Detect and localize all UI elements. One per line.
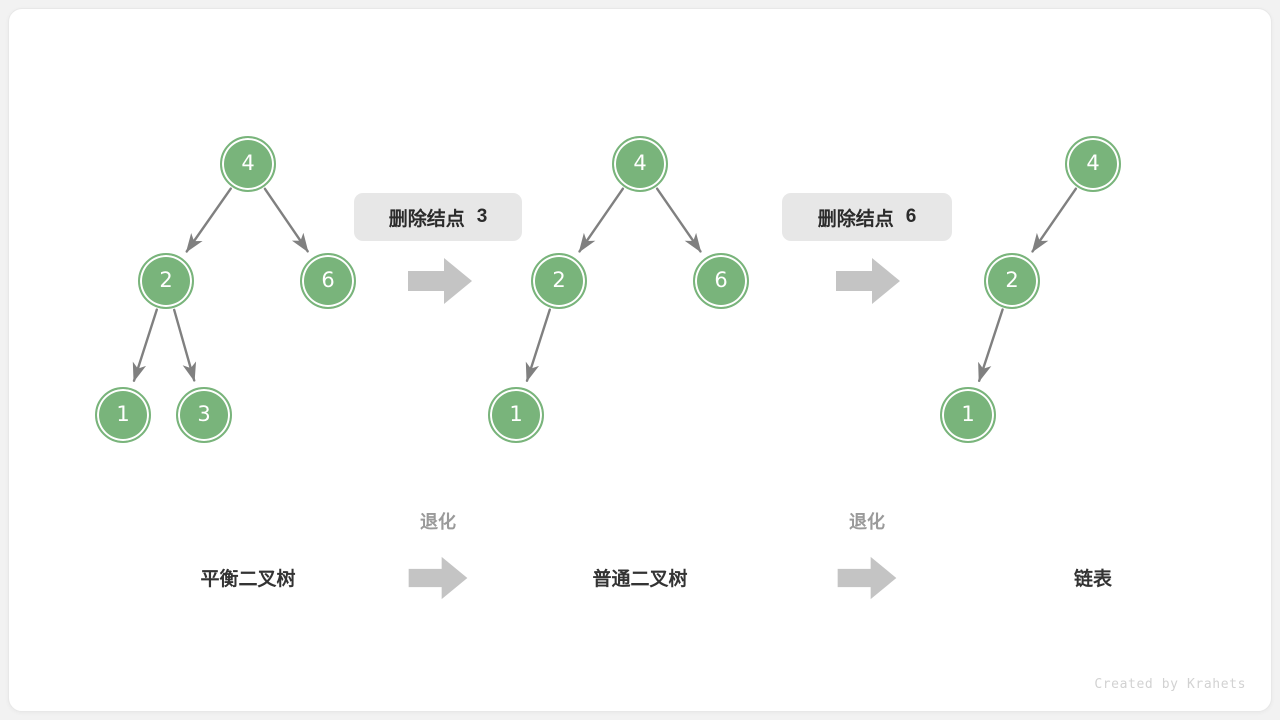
tree-edge [978,308,1004,383]
tree-node[interactable]: 4 [220,136,276,192]
tree-node-value: 2 [159,267,173,292]
tree-edge [525,308,551,383]
tree-edge [655,187,702,253]
operation-label: 删除结点 6 [782,193,952,241]
tree-node[interactable]: 6 [693,253,749,309]
tree-node-value: 2 [552,267,566,292]
right-arrow-icon [408,258,472,304]
tree-node[interactable]: 4 [1065,136,1121,192]
right-arrow-icon [837,556,897,600]
operation-label-text: 删除结点 [817,208,894,230]
tree-node-value: 3 [197,401,211,426]
tree-node[interactable]: 2 [984,253,1040,309]
tree-node-value: 4 [241,150,255,175]
tree-node[interactable]: 1 [940,387,996,443]
tree-node-value: 1 [116,401,130,426]
credit-text: Created by Krahets [1094,677,1246,692]
degeneration-label: 退化 [849,512,885,532]
tree-node[interactable]: 1 [488,387,544,443]
tree-node[interactable]: 6 [300,253,356,309]
tree-node-value: 1 [509,401,523,426]
tree-node[interactable]: 2 [531,253,587,309]
right-arrow-icon [836,258,900,304]
tree-node-value: 2 [1005,267,1019,292]
operation-label-text: 删除结点 [388,208,465,230]
transition-arrow-icon [408,257,472,310]
degeneration-arrow-icon [835,556,899,605]
tree-edge [172,308,197,382]
right-arrow-icon [408,556,468,600]
operation-label-value: 6 [905,206,917,227]
tree-node-value: 4 [1086,150,1100,175]
tree-edge [578,187,625,253]
degeneration-label: 退化 [420,512,456,532]
tree-node-value: 4 [633,150,647,175]
operation-label-value: 3 [476,206,488,227]
stage-caption: 普通二叉树 [592,569,688,590]
tree-node-value: 6 [714,267,728,292]
degeneration-arrow-icon [406,556,470,605]
tree-node[interactable]: 1 [95,387,151,443]
tree-node[interactable]: 4 [612,136,668,192]
operation-label: 删除结点 3 [354,193,522,241]
tree-edge [1031,187,1078,253]
tree-edge [132,308,159,383]
transition-arrow-icon [836,257,900,310]
tree-edge [263,187,309,253]
diagram-card [8,8,1272,712]
tree-node[interactable]: 2 [138,253,194,309]
stage-caption: 平衡二叉树 [200,569,296,590]
tree-edge [185,187,233,253]
tree-node-value: 6 [321,267,335,292]
stage-caption: 链表 [1073,569,1113,590]
tree-node[interactable]: 3 [176,387,232,443]
tree-node-value: 1 [961,401,975,426]
